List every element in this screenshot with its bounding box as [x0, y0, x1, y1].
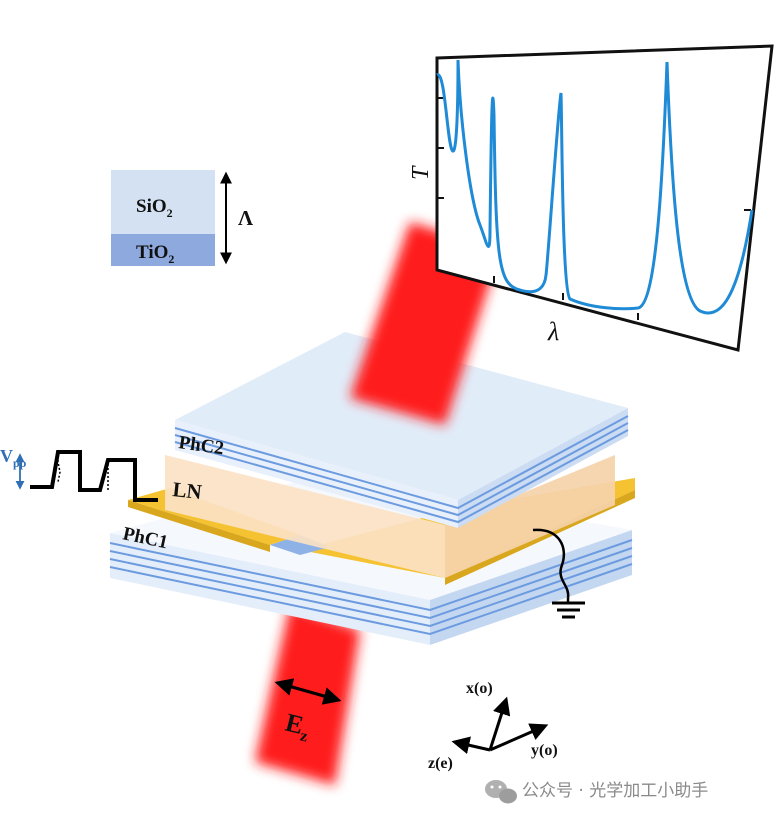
spectrum-frame	[435, 44, 774, 352]
ln-crystal	[165, 455, 615, 578]
phc2-mirror	[174, 332, 629, 528]
z-axis-label: z(e)	[428, 755, 453, 772]
tio2-swatch	[111, 234, 215, 266]
spectrum-curve	[435, 59, 754, 315]
voltage-drive: Vpp	[0, 446, 158, 502]
sio2-label: SiO2	[136, 196, 173, 220]
field-polarization: Ez	[274, 678, 342, 746]
spectrum-y-label: T	[408, 165, 434, 180]
field-label: Ez	[282, 708, 314, 746]
sio2-swatch	[111, 170, 215, 234]
transmission-spectrum: T λ	[408, 44, 774, 352]
watermark: 公众号 · 光学加工小助手	[485, 780, 708, 804]
watermark-text: 公众号 · 光学加工小助手	[522, 781, 708, 801]
ln-label: LN	[171, 477, 203, 504]
electrode-gap	[270, 535, 330, 555]
vpp-label: Vpp	[0, 446, 27, 470]
period-label: Λ	[238, 206, 253, 230]
x-axis-label: x(o)	[466, 680, 493, 697]
coordinate-axes: x(o) y(o) z(e)	[428, 680, 558, 772]
tio2-label: TiO2	[136, 242, 174, 266]
spectrum-x-label: λ	[547, 317, 559, 346]
square-wave	[30, 450, 158, 502]
y-axis-label: y(o)	[531, 742, 558, 759]
layer-legend: SiO2 TiO2 Λ	[111, 170, 253, 266]
ground-icon	[532, 528, 585, 619]
device-stack: PhC2 LN PhC1	[109, 332, 635, 645]
wechat-icon	[485, 780, 517, 804]
input-laser-beam	[255, 605, 360, 785]
polarization-arrow	[274, 678, 342, 705]
